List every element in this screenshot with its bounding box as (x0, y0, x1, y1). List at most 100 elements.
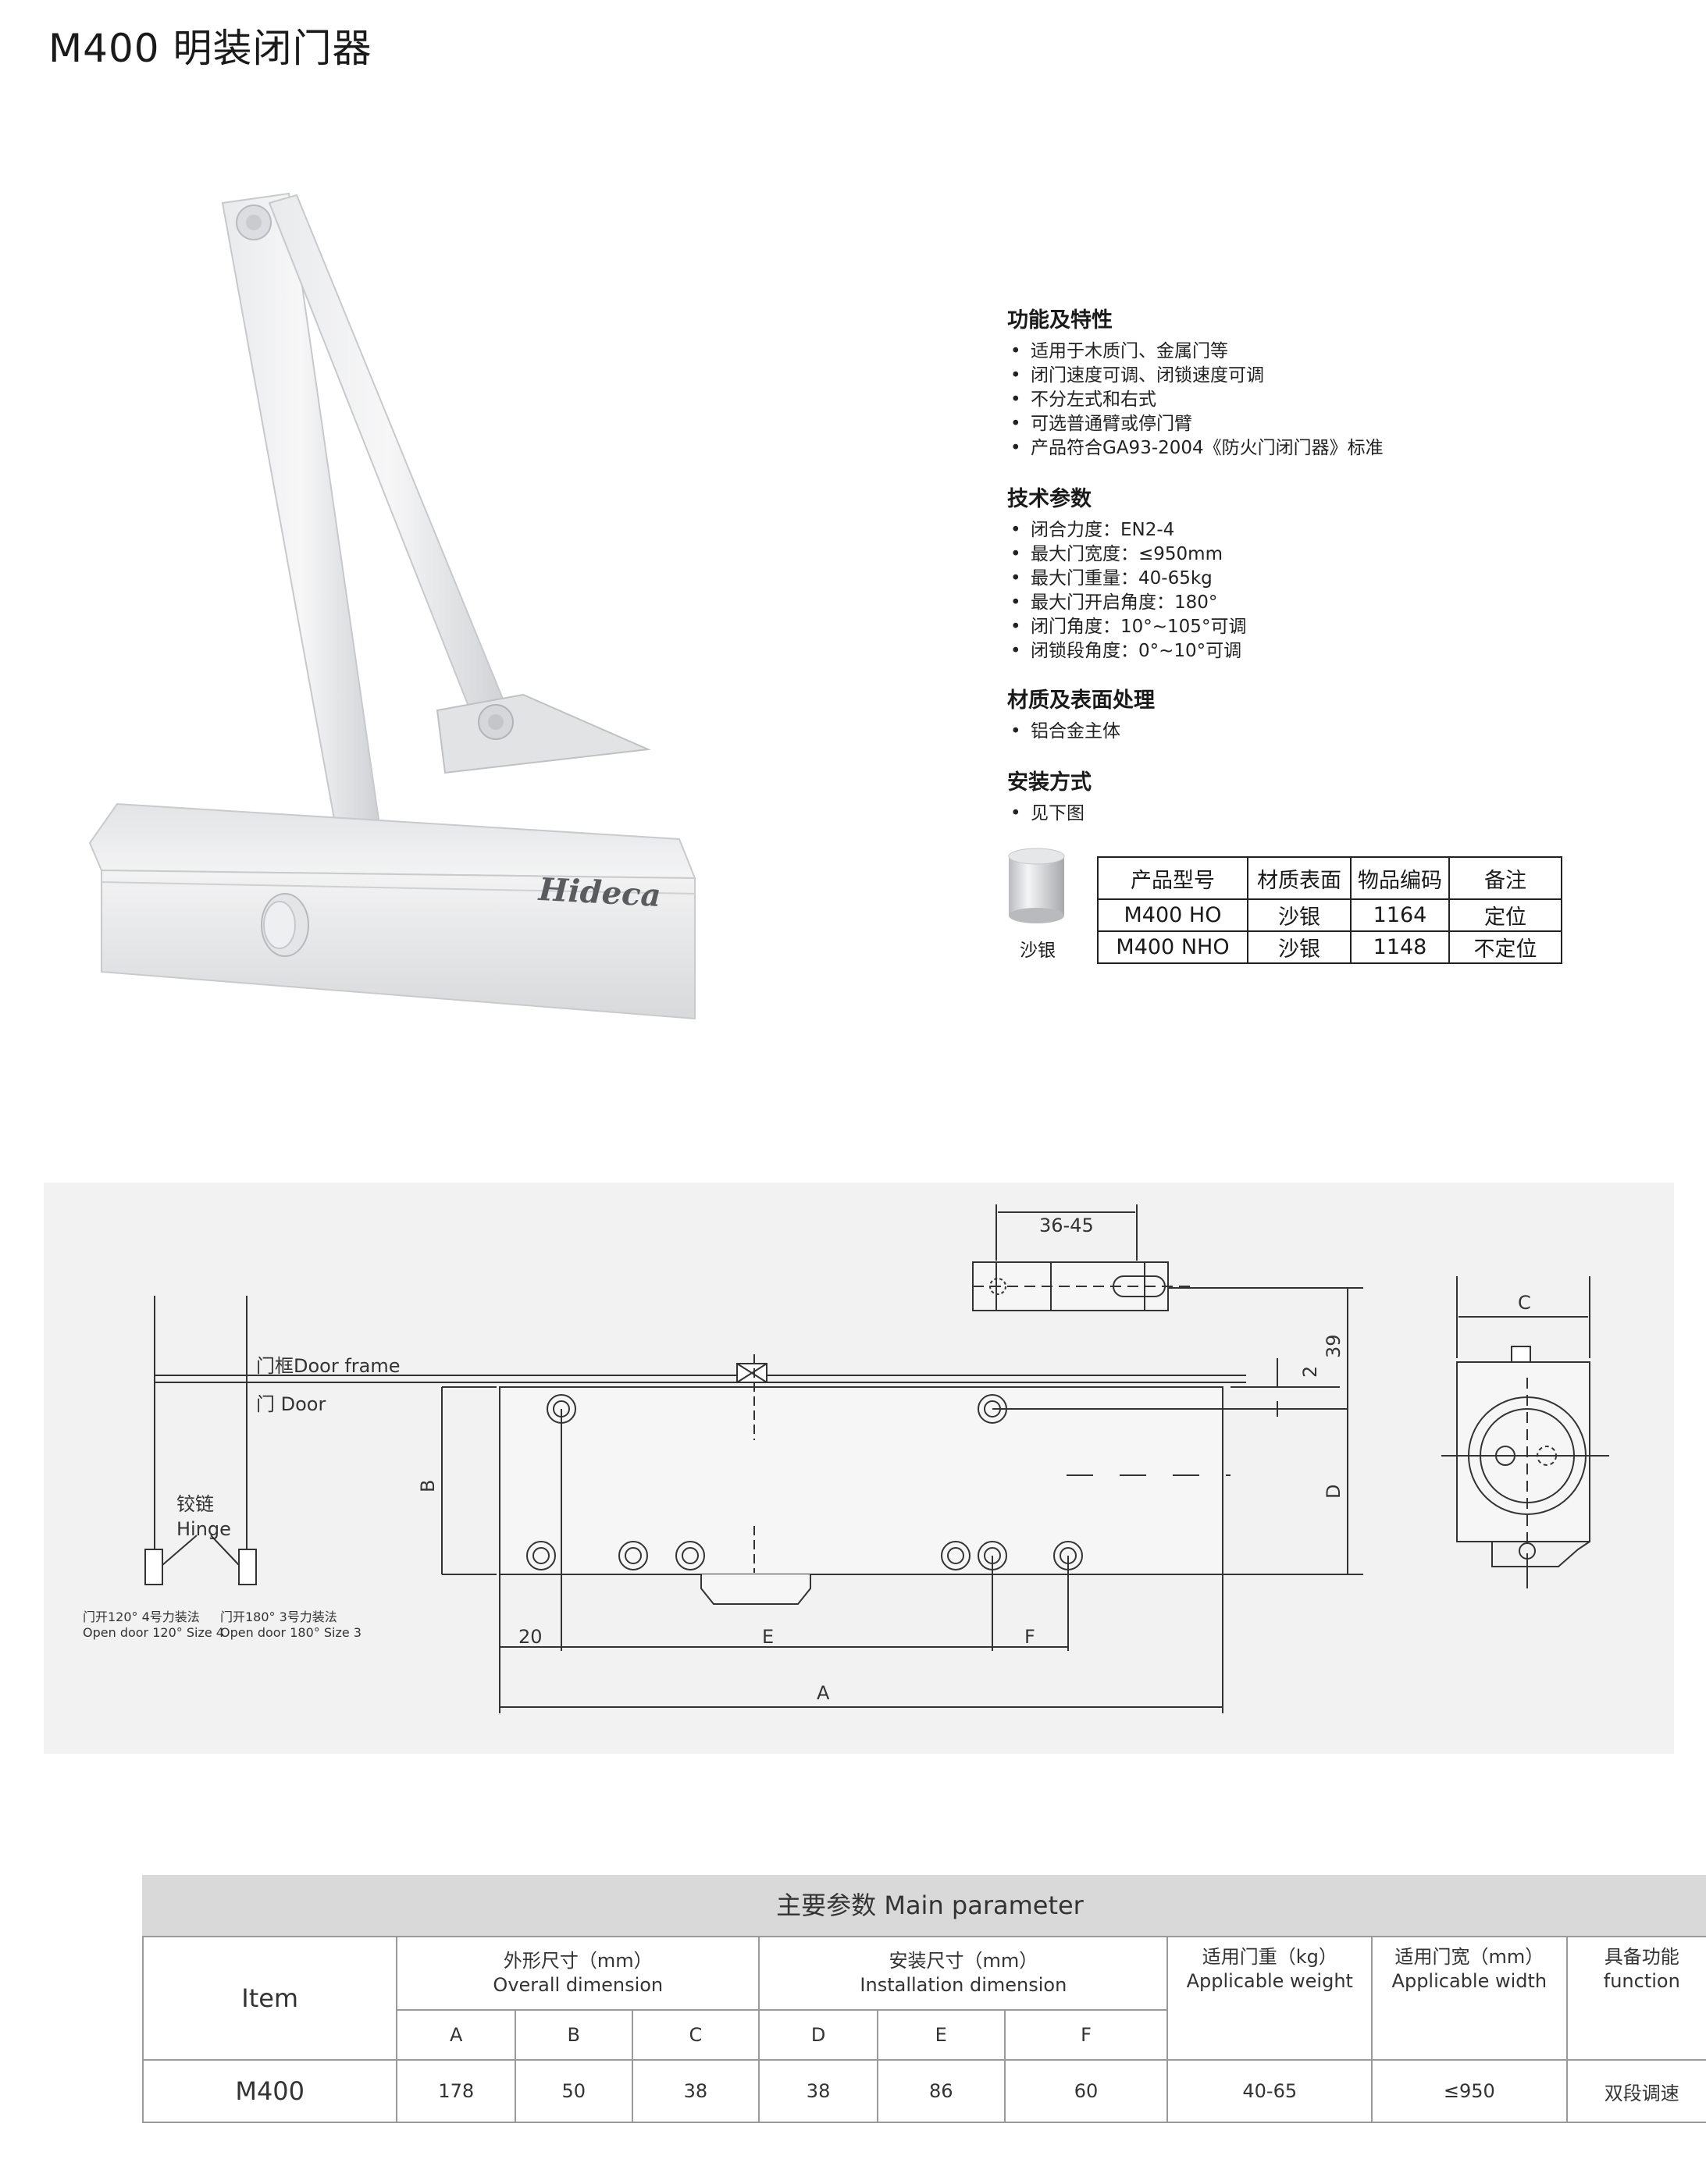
dim-36-45: 36-45 (1039, 1215, 1094, 1236)
list-item: 适用于木质门、金属门等 (1007, 340, 1384, 364)
width-header: 适用门宽（mm） Applicable width (1371, 1936, 1568, 2061)
sub-header-b: B (515, 2009, 633, 2061)
hinge-label-cn: 铰链 (176, 1493, 214, 1515)
model-table: 产品型号 材质表面 物品编码 备注 M400 HO 沙银 1164 定位 M40… (1097, 856, 1562, 964)
function-header-cn: 具备功能 (1604, 1946, 1679, 1968)
sub-header-f: F (1003, 2009, 1169, 2061)
list-item: 铝合金主体 (1007, 720, 1155, 744)
table-header: 备注 (1448, 856, 1562, 900)
list-item: 产品符合GA93-2004《防火门闭门器》标准 (1007, 436, 1384, 461)
closer-body-top (88, 802, 696, 880)
table-header: 材质表面 (1247, 856, 1352, 900)
weight-header-en: Applicable weight (1186, 1970, 1353, 1992)
sub-header-d: D (758, 2009, 878, 2061)
technical-list: 闭合力度：EN2-4 最大门宽度：≤950mm 最大门重量：40-65kg 最大… (1007, 518, 1246, 663)
table-cell: M400 HO (1097, 898, 1248, 932)
door-frame-label: 门框Door frame (256, 1355, 401, 1377)
table-header: 物品编码 (1350, 856, 1450, 900)
dim-2: 2 (1299, 1366, 1321, 1378)
sub-header-a: A (396, 2009, 517, 2061)
width-header-cn: 适用门宽（mm） (1394, 1946, 1544, 1968)
list-item: 见下图 (1007, 802, 1092, 826)
finish-swatch (1008, 848, 1065, 923)
dim-f: F (1024, 1626, 1035, 1648)
dim-b: B (417, 1480, 439, 1492)
technical-section: 技术参数 闭合力度：EN2-4 最大门宽度：≤950mm 最大门重量：40-65… (1007, 482, 1246, 663)
material-heading: 材质及表面处理 (1007, 688, 1155, 713)
list-item: 可选普通臂或停门臂 (1007, 412, 1384, 436)
row-function: 双段调速 (1565, 2059, 1706, 2123)
table-cell: 1164 (1350, 898, 1450, 932)
table-row: A B C D E F (143, 2009, 1706, 2061)
dim-c: C (1518, 1292, 1531, 1314)
row-width: ≤950 (1371, 2059, 1568, 2123)
table-cell: 不定位 (1448, 930, 1562, 964)
table-row: Item 外形尺寸（mm） Overall dimension 安装尺寸（mm）… (141, 1936, 1706, 2061)
installation-section: 安装方式 见下图 (1007, 765, 1092, 826)
brand-logo: Hideca (537, 871, 662, 914)
hinge-label-en: Hinge (176, 1518, 231, 1540)
dim-d: D (1323, 1485, 1344, 1499)
technical-heading: 技术参数 (1007, 487, 1092, 511)
list-item: 最大门重量：40-65kg (1007, 567, 1246, 591)
arm-bracket (436, 693, 651, 774)
table-cell: 定位 (1448, 898, 1562, 932)
weight-header-cn: 适用门重（kg） (1202, 1946, 1337, 1968)
table-cell: M400 NHO (1097, 930, 1248, 964)
table-header: 产品型号 (1097, 856, 1248, 900)
installation-list: 见下图 (1007, 802, 1092, 826)
param-table-title: 主要参数 Main parameter (142, 1875, 1706, 1936)
row-weight: 40-65 (1166, 2059, 1373, 2123)
note-right-en: Open door 180° Size 3 (220, 1625, 362, 1640)
list-item: 不分左式和右式 (1007, 388, 1384, 412)
row-d: 38 (758, 2059, 878, 2123)
item-header: Item (141, 1936, 398, 2061)
function-header: 具备功能 function (1565, 1936, 1706, 2061)
function-header-en: function (1603, 1970, 1680, 1992)
material-section: 材质及表面处理 铝合金主体 (1007, 683, 1155, 744)
finish-label: 沙银 (1020, 941, 1056, 961)
width-header-en: Applicable width (1391, 1970, 1548, 1992)
sub-header-c: C (631, 2009, 760, 2061)
overall-header-en: Overall dimension (493, 1974, 664, 1996)
dim-39: 39 (1323, 1334, 1344, 1358)
sub-header-e: E (876, 2009, 1006, 2061)
list-item: 闭门速度可调、闭锁速度可调 (1007, 364, 1384, 388)
table-row: M400 178 50 38 38 86 60 40-65 ≤950 双段调速 (141, 2059, 1706, 2123)
list-item: 闭门角度：10°~105°可调 (1007, 615, 1246, 639)
install-header-cn: 安装尺寸（mm） (889, 1950, 1038, 1972)
dim-20: 20 (518, 1626, 543, 1648)
install-header-en: Installation dimension (860, 1974, 1067, 1996)
row-c: 38 (631, 2059, 760, 2123)
row-f: 60 (1003, 2059, 1169, 2123)
main-arm (221, 192, 380, 829)
weight-header: 适用门重（kg） Applicable weight (1166, 1936, 1373, 2061)
row-b: 50 (515, 2059, 633, 2123)
features-section: 功能及特性 适用于木质门、金属门等 闭门速度可调、闭锁速度可调 不分左式和右式 … (1007, 303, 1384, 461)
list-item: 闭锁段角度：0°~10°可调 (1007, 639, 1246, 663)
note-left-cn: 门开120° 4号力装法 (83, 1610, 200, 1624)
table-cell: 沙银 (1247, 930, 1352, 964)
installation-heading: 安装方式 (1007, 770, 1092, 795)
row-a: 178 (396, 2059, 517, 2123)
closer-body-front (101, 869, 696, 1020)
page-title: M400 明装闭门器 (48, 26, 372, 71)
table-row: M400 HO 沙银 1164 定位 (1097, 898, 1562, 932)
dim-e: E (762, 1626, 774, 1648)
list-item: 最大门开启角度：180° (1007, 591, 1246, 615)
note-left-en: Open door 120° Size 4 (83, 1625, 224, 1640)
note-right-cn: 门开180° 3号力装法 (220, 1610, 337, 1624)
list-item: 最大门宽度：≤950mm (1007, 542, 1246, 567)
param-table: Item 外形尺寸（mm） Overall dimension 安装尺寸（mm）… (141, 1936, 1706, 2123)
features-list: 适用于木质门、金属门等 闭门速度可调、闭锁速度可调 不分左式和右式 可选普通臂或… (1007, 340, 1384, 461)
install-header: 安装尺寸（mm） Installation dimension (758, 1936, 1169, 2011)
product-photo: Hideca (88, 192, 696, 1020)
door-label: 门 Door (256, 1393, 326, 1415)
dim-a: A (817, 1682, 830, 1704)
list-item: 闭合力度：EN2-4 (1007, 518, 1246, 542)
row-item: M400 (141, 2059, 398, 2123)
installation-drawing: 门框Door frame 门 Door 铰链 Hinge 门开120° 4号力装… (44, 1183, 1674, 1754)
row-e: 86 (876, 2059, 1006, 2123)
model-table-header: 产品型号 材质表面 物品编码 备注 (1097, 856, 1562, 900)
table-cell: 1148 (1350, 930, 1450, 964)
